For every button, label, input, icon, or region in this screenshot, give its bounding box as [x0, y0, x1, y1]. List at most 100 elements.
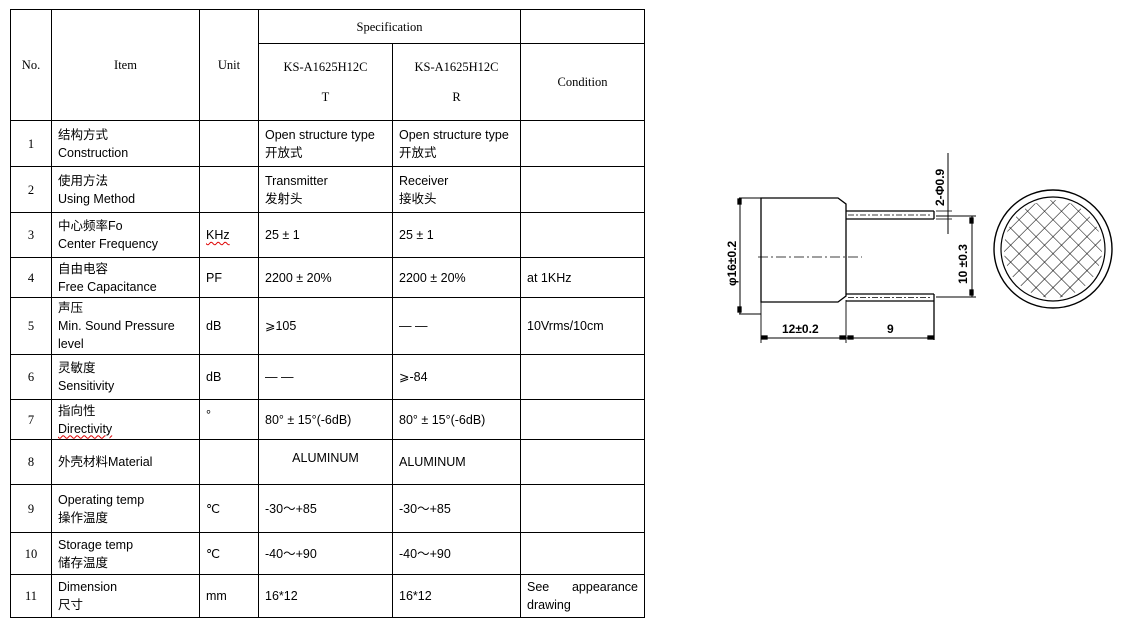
dimension-labels: φ16±0.2 12±0.2 9 10 ±0.3 2-Φ0.9 — [725, 168, 970, 336]
item-cn: 储存温度 — [58, 555, 109, 570]
row-condition — [520, 439, 646, 485]
row-item: 外壳材料Material — [51, 439, 200, 485]
t-value-line1: Open structure type — [265, 127, 375, 142]
row-unit: ° — [199, 399, 259, 440]
model-r-suffix: R — [452, 90, 461, 104]
r-value-line1: Receiver — [399, 173, 449, 188]
item-en-2: level — [58, 337, 84, 351]
item-cn: 声压 — [58, 301, 84, 315]
item-en: Free Capacitance — [58, 279, 157, 294]
item-cn: 自由电容 — [58, 261, 109, 276]
r-value-line2: 开放式 — [399, 145, 437, 160]
length-label: 12±0.2 — [782, 322, 819, 336]
table-row: 8 外壳材料Material ALUMINUM ALUMINUM — [10, 439, 646, 485]
header-item: Item — [51, 9, 200, 121]
header-condition: Condition — [520, 43, 646, 121]
item-en: Directivity — [58, 421, 113, 436]
row-no: 10 — [10, 532, 52, 575]
side-view — [737, 153, 976, 343]
item-en: Construction — [58, 145, 129, 160]
table-row: 4 自由电容 Free Capacitance PF 2200 ± 20% 220… — [10, 257, 646, 298]
item-en: Operating temp — [58, 492, 145, 507]
row-r-value: Open structure type 开放式 — [391, 120, 522, 167]
item-en: Center Frequency — [58, 237, 159, 251]
pin-spacing-label: 10 ±0.3 — [956, 244, 970, 284]
row-t-value: Transmitter 发射头 — [258, 166, 393, 213]
row-t-value: 16*12 — [258, 574, 393, 618]
item-en: Dimension — [58, 580, 118, 594]
row-r-value: -30～+85 — [391, 484, 522, 533]
r-value-line2: 接收头 — [399, 191, 437, 206]
t-value-line2: 发射头 — [265, 191, 303, 206]
row-unit: dB — [199, 354, 259, 400]
row-condition — [520, 120, 646, 167]
row-condition — [520, 212, 646, 258]
row-condition — [520, 166, 646, 213]
item-cn: 使用方法 — [58, 173, 109, 188]
row-item: 结构方式 Construction — [51, 120, 200, 167]
row-r-value: — — — [391, 297, 522, 355]
inner-rim — [1000, 196, 1106, 302]
row-unit: ℃ — [199, 484, 259, 533]
row-item: 指向性 Directivity — [51, 399, 200, 440]
specification-table: No. Item Unit Specification KS-A1625H12C… — [10, 9, 646, 618]
row-unit: PF — [199, 257, 259, 298]
row-t-value: ⩾105 — [258, 297, 393, 355]
row-t-value: -30～+85 — [258, 484, 393, 533]
row-r-value: 25 ± 1 — [391, 212, 522, 258]
model-r-name: KS-A1625H12C — [414, 60, 499, 74]
row-item: 自由电容 Free Capacitance — [51, 257, 200, 298]
row-item: Dimension 尺寸 — [51, 574, 200, 618]
row-r-value: ALUMINUM — [391, 439, 522, 485]
row-r-value: 2200 ± 20% — [391, 257, 522, 298]
diameter-label: φ16±0.2 — [725, 240, 739, 286]
table-row: 9 Operating temp 操作温度 ℃ -30～+85 -30～+85 — [10, 484, 646, 533]
row-no: 3 — [10, 212, 52, 258]
t-value-line2: 开放式 — [265, 145, 303, 160]
r-value-line1: Open structure type — [399, 127, 509, 142]
item-cn: 灵敏度 — [58, 361, 96, 375]
row-t-value: 2200 ± 20% — [258, 257, 393, 298]
model-t-name: KS-A1625H12C — [283, 60, 368, 74]
unit-text: KHz — [206, 228, 230, 242]
model-t-suffix: T — [321, 90, 330, 104]
item-en: Sensitivity — [58, 379, 115, 393]
item-en: Storage temp — [58, 537, 134, 552]
transducer-body — [760, 197, 847, 303]
header-model-r: KS-A1625H12C R — [391, 43, 522, 121]
row-condition: See appearance drawing — [520, 574, 646, 618]
item-cn: 操作温度 — [58, 510, 109, 525]
pin-diameter-label: 2-Φ0.9 — [933, 168, 947, 206]
front-view — [993, 189, 1113, 309]
row-item: Operating temp 操作温度 — [51, 484, 200, 533]
t-value-line1: Transmitter — [265, 173, 328, 188]
row-unit: mm — [199, 574, 259, 618]
outer-rim — [993, 189, 1113, 309]
row-t-value: -40～+90 — [258, 532, 393, 575]
header-specification: Specification — [257, 9, 522, 44]
row-no: 9 — [10, 484, 52, 533]
row-no: 7 — [10, 399, 52, 440]
item-cn: 结构方式 — [58, 127, 109, 142]
pin-length-label: 9 — [887, 322, 894, 336]
row-t-value: Open structure type 开放式 — [258, 120, 393, 167]
row-item: 声压 Min. Sound Pressure level — [51, 297, 200, 355]
item-cn: 中心频率Fo — [58, 219, 123, 233]
item-cn: 尺寸 — [58, 598, 84, 612]
row-no: 11 — [10, 574, 52, 618]
row-unit: ℃ — [199, 532, 259, 575]
item-en: Min. Sound Pressure — [58, 319, 175, 333]
protective-mesh — [1004, 200, 1102, 298]
row-no: 4 — [10, 257, 52, 298]
header-no: No. — [10, 9, 52, 121]
item-cn: 指向性 — [58, 403, 96, 418]
row-r-value: 80° ± 15°(-6dB) — [391, 399, 522, 440]
row-no: 6 — [10, 354, 52, 400]
